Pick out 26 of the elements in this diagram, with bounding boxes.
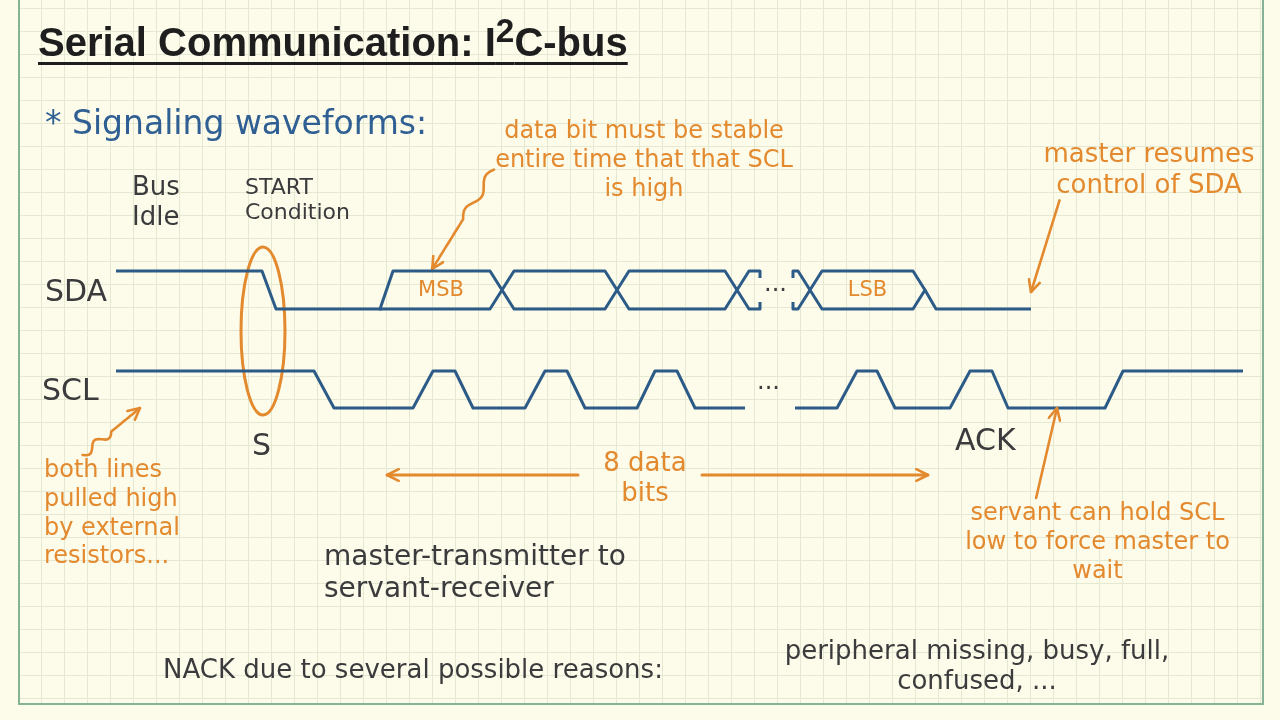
nack-note: NACK due to several possible reasons: — [163, 655, 663, 685]
leader-arrow — [1027, 199, 1061, 294]
transfer-note: master-transmitter to servant-receiver — [324, 540, 627, 605]
start-marker-label: S — [252, 428, 272, 463]
annotation-note: master resumes control of SDA — [1042, 138, 1256, 201]
leader-arrow — [81, 406, 142, 457]
section-heading: * Signaling waveforms: — [45, 104, 428, 142]
leader-arrow — [1034, 406, 1062, 500]
phase-label: Bus Idle — [132, 172, 181, 232]
leader-arrow — [430, 168, 496, 271]
signal-name: SCL — [42, 373, 99, 408]
ack-label: ACK — [955, 423, 1016, 458]
phase-label: START Condition — [245, 174, 351, 225]
annotation-note: servant can hold SCL low to force master to wait — [964, 498, 1231, 585]
title: Serial Communication: I$^{2}$C-bus — [38, 12, 628, 67]
signal-name: SDA — [45, 274, 108, 309]
ellipsis-text: ... — [764, 270, 787, 298]
ellipsis-text: ... — [757, 368, 780, 396]
dimension-label: 8 data bits — [602, 448, 688, 508]
bit-label: MSB — [418, 278, 464, 302]
nack-reasons-note: peripheral missing, busy, full, confused, ... — [783, 636, 1171, 696]
sda-waveform — [116, 269, 1031, 311]
scl-waveform — [116, 369, 1243, 410]
annotation-note: both lines pulled high by external resistors... — [44, 455, 182, 571]
bit-label: LSB — [847, 278, 888, 302]
annotation-note: data bit must be stable entire time that that SCL is high — [494, 116, 794, 203]
